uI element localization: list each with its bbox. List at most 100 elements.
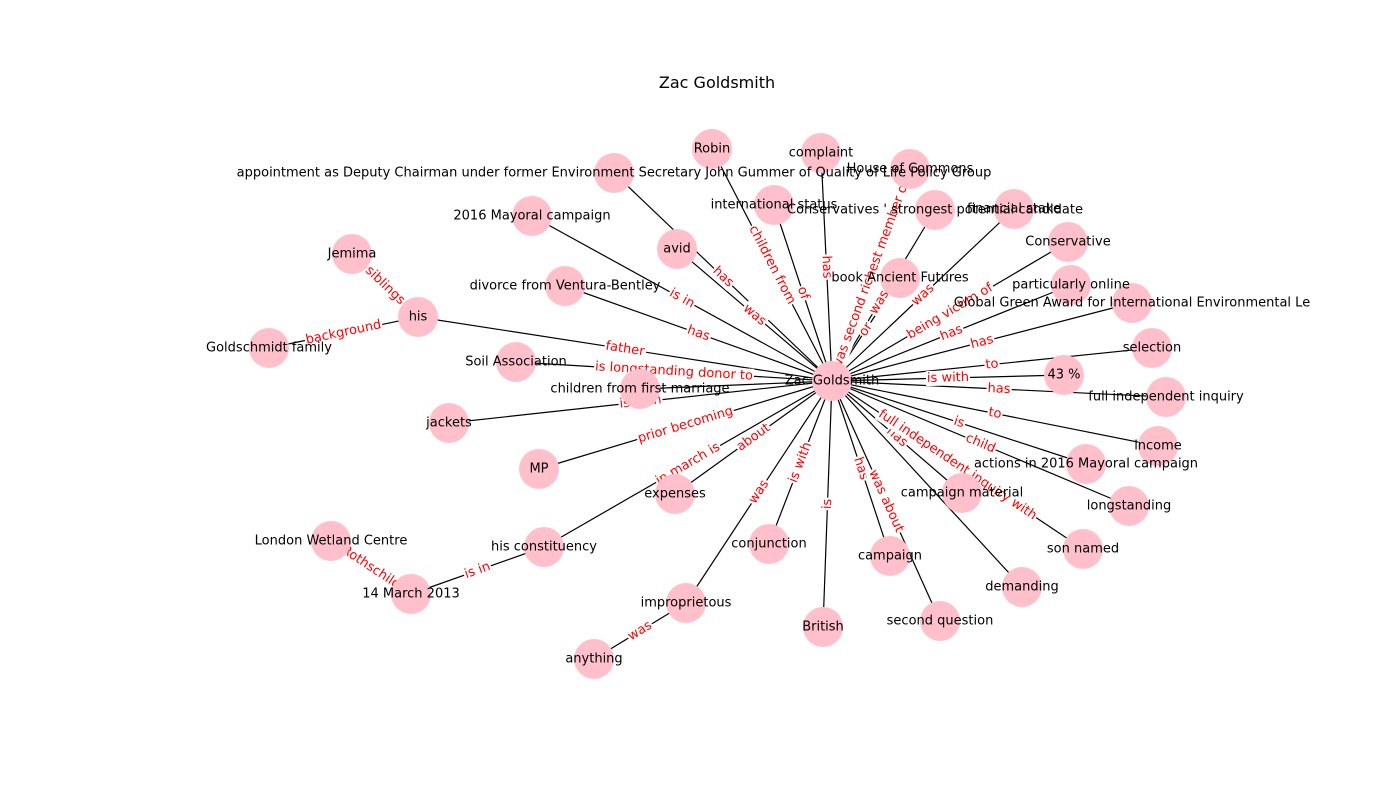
edge-label-bg — [937, 321, 967, 345]
node-pct[interactable] — [1044, 355, 1084, 395]
node-label-intl: international status — [711, 198, 838, 213]
node-label-campmat: campaign material — [901, 486, 1024, 501]
node-jemima[interactable] — [332, 234, 372, 274]
node-label-conservative: Conservative — [1025, 235, 1110, 250]
edge-label-zac-pct: is with — [925, 369, 971, 387]
node-label-goldschmidt: Goldschmidt family — [206, 341, 332, 356]
edge-label-bg — [903, 279, 997, 344]
node-mp[interactable] — [519, 449, 559, 489]
edge-label-bg — [986, 404, 1004, 423]
node-circle — [657, 229, 697, 269]
node-conjunction[interactable] — [749, 524, 789, 564]
node-zac[interactable] — [812, 361, 852, 401]
node-circle — [692, 129, 732, 169]
node-robin[interactable] — [692, 129, 732, 169]
edge-label-text: has — [969, 332, 995, 352]
node-mayoral[interactable] — [512, 196, 552, 236]
edge-label-bg — [855, 318, 877, 341]
node-goldschmidt[interactable] — [249, 328, 289, 368]
node-complaint[interactable] — [801, 133, 841, 173]
edge-label-text: children from — [745, 223, 798, 307]
edge-label-bg — [874, 406, 1041, 524]
edge-label-zac-selection: to — [983, 356, 1001, 373]
node-label-pct: 43 % — [1047, 368, 1080, 383]
node-appointment[interactable] — [594, 153, 634, 193]
node-label-zac: Zac Goldsmith — [785, 374, 879, 389]
edge-label-zac-inquiry: has — [986, 380, 1013, 398]
edge-label-zac-income: to — [986, 404, 1004, 423]
edge-label-zac-british: is — [819, 497, 836, 511]
edge-label-bg — [818, 254, 835, 281]
edge-label-bg — [983, 356, 1001, 373]
node-divorce[interactable] — [545, 266, 585, 306]
node-campaign[interactable] — [870, 536, 910, 576]
node-label-appointment: appointment as Deputy Chairman under for… — [237, 166, 992, 181]
node-strongest[interactable] — [915, 190, 955, 230]
node-campmat[interactable] — [942, 473, 982, 513]
node-improprietous[interactable] — [666, 583, 706, 623]
node-income[interactable] — [1138, 426, 1178, 466]
node-his[interactable] — [398, 297, 438, 337]
node-book[interactable] — [880, 258, 920, 298]
node-expenses[interactable] — [655, 474, 695, 514]
node-hoc[interactable] — [890, 149, 930, 189]
edge-label-bg — [665, 285, 699, 312]
node-circle — [890, 149, 930, 189]
node-demanding[interactable] — [1002, 567, 1042, 607]
node-constituency[interactable] — [524, 527, 564, 567]
node-secondq[interactable] — [920, 601, 960, 641]
node-label-son: son named — [1047, 542, 1119, 557]
node-children[interactable] — [620, 369, 660, 409]
node-longstanding[interactable] — [1109, 486, 1149, 526]
node-anything[interactable] — [574, 639, 614, 679]
edge-label-zac-improprietous: was — [745, 476, 773, 508]
node-online[interactable] — [1051, 265, 1091, 305]
node-circle — [1063, 529, 1103, 569]
node-circle — [1044, 355, 1084, 395]
node-inquiry[interactable] — [1146, 377, 1186, 417]
edge-label-zac-his: father — [603, 338, 648, 360]
node-conservative[interactable] — [1048, 222, 1088, 262]
node-circle — [620, 369, 660, 409]
edge-label-bg — [635, 403, 736, 447]
edge-label-zac-award: has — [968, 331, 997, 353]
edge-label-text: child — [963, 431, 997, 457]
node-circle — [880, 258, 920, 298]
node-financial[interactable] — [994, 189, 1034, 229]
edge-label-bg — [793, 283, 813, 303]
edge-label-bg — [819, 497, 836, 511]
node-march[interactable] — [391, 574, 431, 614]
node-soil[interactable] — [496, 342, 536, 382]
node-circle — [1066, 444, 1106, 484]
edge-label-zac-mayoral: is in — [665, 285, 699, 312]
node-wetland[interactable] — [311, 521, 351, 561]
node-label-jemima: Jemima — [327, 247, 377, 262]
node-avid[interactable] — [657, 229, 697, 269]
edge-label-bg — [950, 413, 968, 432]
node-label-british: British — [802, 620, 844, 635]
node-label-demanding: demanding — [985, 580, 1058, 595]
edge-label-zac-intl: of — [793, 283, 813, 303]
node-jackets[interactable] — [429, 403, 469, 443]
node-label-longstanding: longstanding — [1087, 499, 1172, 514]
node-selection[interactable] — [1132, 328, 1172, 368]
node-circle — [332, 234, 372, 274]
node-circle — [812, 361, 852, 401]
node-actions[interactable] — [1066, 444, 1106, 484]
node-label-income: income — [1134, 439, 1182, 454]
node-label-actions: actions in 2016 Mayoral campaign — [974, 457, 1198, 472]
graph-title: Zac Goldsmith — [659, 73, 775, 92]
node-award[interactable] — [1112, 283, 1152, 323]
edge-label-text: siblings — [362, 263, 408, 308]
node-son[interactable] — [1063, 529, 1103, 569]
edge-label-text: is longstanding donor to — [595, 359, 754, 383]
node-intl[interactable] — [754, 185, 794, 225]
edge-label-text: of — [794, 285, 812, 302]
edge-label-his-jemima: siblings — [361, 262, 409, 309]
edge-label-zac-avid: was — [739, 300, 770, 330]
edge-label-bg — [708, 262, 738, 292]
node-circle — [754, 185, 794, 225]
edge-label-zac-robin: children from — [744, 222, 800, 308]
node-label-improprietous: improprietous — [641, 596, 732, 611]
node-british[interactable] — [803, 607, 843, 647]
